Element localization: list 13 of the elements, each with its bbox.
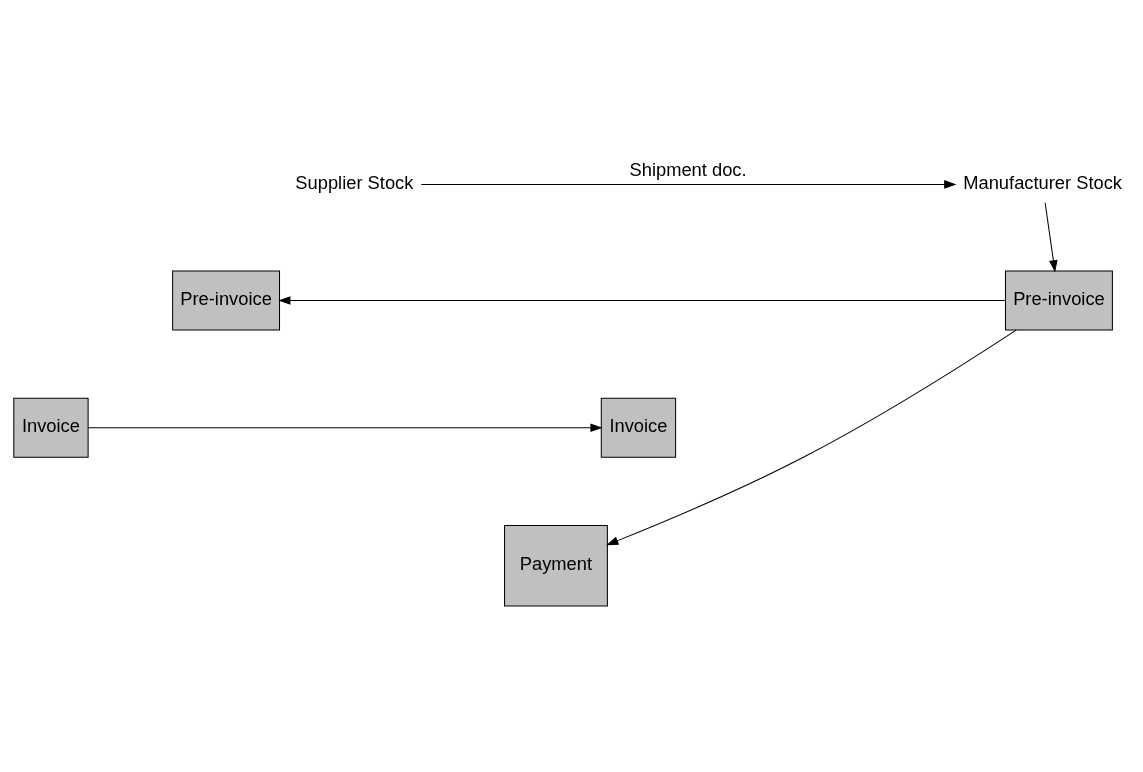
arrow: [420, 180, 956, 189]
node-text: Supplier Stock: [294, 171, 413, 193]
node-box: Invoice: [600, 397, 676, 458]
arrow: [87, 423, 603, 433]
node-box: Pre-invoice: [1004, 270, 1113, 331]
node-box: Pre-invoice: [171, 270, 280, 331]
arrow: [277, 296, 1006, 305]
node-text: Manufacturer Stock: [962, 171, 1122, 193]
arrow: [605, 329, 1017, 546]
node-box: Payment: [503, 525, 608, 607]
arrow: [1044, 202, 1058, 273]
edge-label: Shipment doc.: [629, 158, 747, 180]
node-box: Invoice: [12, 397, 89, 458]
